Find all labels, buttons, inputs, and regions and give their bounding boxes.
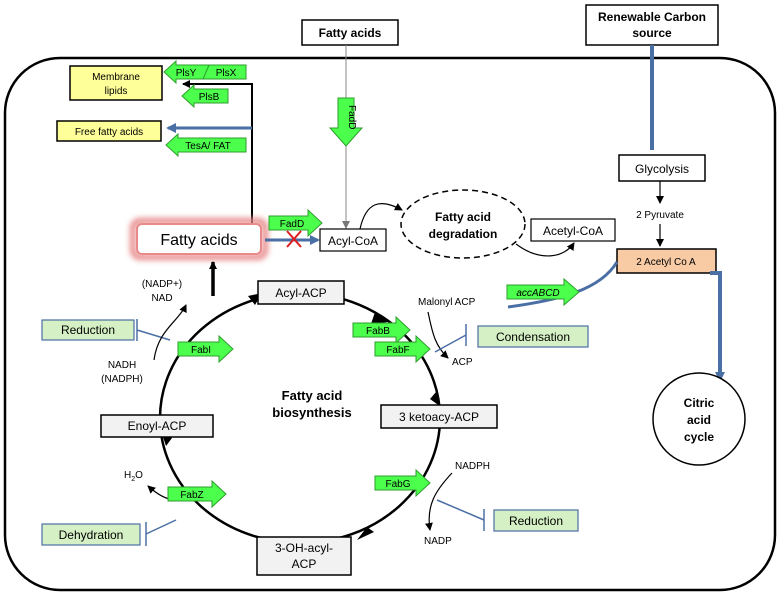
acp-label: ACP [452, 357, 473, 368]
reduction-left-inhibit-line [136, 329, 171, 341]
degradation-to-acetyl-coa-arrow [515, 242, 575, 257]
cycle-arrow-bottom [357, 527, 374, 540]
fatty-acid-degradation-node: Fatty acid degradation [400, 189, 526, 259]
oh-acyl-acp-box: 3-OH-acyl- ACP [256, 536, 352, 576]
nadph-paren-label: (NADPH) [101, 374, 143, 385]
glycolysis-label: Glycolysis [635, 162, 689, 176]
external-fatty-acids-label: Fatty acids [319, 26, 382, 40]
citric-line3: cycle [684, 430, 714, 444]
membrane-lipids-line2: lipids [105, 86, 128, 97]
fadd-knockout-cross [286, 230, 302, 248]
acyl-coa-to-degradation-arrow [359, 202, 403, 230]
plsb-label: PlsB [199, 92, 220, 103]
two-acetyl-coa-box: 2 Acetyl Co A [616, 248, 717, 274]
reduction-right-label: Reduction [509, 514, 563, 528]
fabz-enzyme: FabZ [167, 479, 227, 509]
citric-acid-cycle-node: Citric acid cycle [652, 372, 746, 466]
dehydration-box: Dehydration [41, 523, 141, 546]
fabg-label: FabG [385, 479, 410, 490]
acyl-acp-box: Acyl-ACP [257, 280, 345, 305]
tesa-fat-enzyme: TesA/ FAT [165, 132, 247, 158]
fatty-acids-up-connector [182, 80, 253, 224]
renewable-carbon-label-line1: Renewable Carbon [598, 10, 706, 24]
fadd-enzyme: FadD [268, 208, 323, 238]
condensation-box: Condensation [477, 325, 589, 348]
acetyl-coa-to-citric-arrow [710, 271, 725, 382]
acyl-acp-label: Acyl-ACP [275, 286, 326, 300]
accabcd-label: accABCD [516, 288, 559, 299]
reduction-left-cofactor-curve [153, 304, 187, 361]
free-fatty-acids-label: Free fatty acids [75, 127, 143, 138]
fabg-enzyme: FabG [374, 468, 431, 498]
malonyl-in-curve [427, 311, 449, 359]
plsy-label: PlsY [176, 68, 197, 79]
plsy-plsx-enzyme: PlsY PlsX [163, 59, 247, 85]
two-acetyl-coa-label: 2 Acetyl Co A [636, 257, 696, 268]
fabf-label: FabF [386, 345, 409, 356]
cycle-arrow-right [430, 392, 441, 407]
nadph-label: NADPH [455, 461, 490, 472]
condensation-label: Condensation [496, 330, 570, 344]
cycle-arrow-top [371, 312, 388, 324]
biosynthesis-center-line1: Fatty acid [282, 388, 343, 403]
acyl-coa-box: Acyl-CoA [319, 228, 387, 252]
fadd-label: FadD [280, 219, 304, 230]
renewable-carbon-source-box: Renewable Carbon source [585, 4, 719, 46]
dehydration-label: Dehydration [59, 528, 124, 542]
membrane-lipids-box: Membrane lipids [69, 65, 163, 101]
reduction-left-label: Reduction [61, 323, 115, 337]
reduction-right-cofactor-curve [424, 472, 453, 531]
fabi-enzyme: FabI [177, 334, 234, 364]
external-fatty-acids-box: Fatty acids [301, 19, 399, 46]
fatty-acids-main-label: Fatty acids [160, 232, 237, 249]
fatty-acids-main-box: Fatty acids [130, 218, 268, 260]
cell-boundary [3, 56, 777, 592]
malonyl-acp-label: Malonyl ACP [418, 297, 476, 308]
oh-acyl-acp-line2: ACP [292, 557, 317, 571]
two-pyruvate-label: 2 Pyruvate [636, 210, 684, 221]
fadd-vertical-enzyme: FadD [328, 97, 364, 147]
fatty-acid-degradation-line2: degradation [429, 227, 498, 241]
dehydration-inhibit-line [145, 519, 177, 535]
reduction-right-inhibit-line [436, 499, 485, 521]
citric-line1: Citric [684, 396, 715, 410]
oh-acyl-acp-line1: 3-OH-acyl- [275, 541, 333, 555]
fabf-enzyme: FabF [374, 334, 431, 364]
nadp-plus-label: (NADP+) [142, 279, 182, 290]
glycolysis-box: Glycolysis [618, 154, 706, 182]
citric-line2: acid [687, 413, 711, 427]
h2o-label: H2O [124, 470, 143, 483]
free-fatty-acids-box: Free fatty acids [56, 120, 162, 142]
fabb-label: FabB [366, 326, 390, 337]
acetyl-coa-label: Acetyl-CoA [543, 224, 603, 238]
fabi-label: FabI [191, 345, 211, 356]
plsb-enzyme: PlsB [181, 83, 229, 109]
enoyl-acp-label: Enoyl-ACP [128, 419, 187, 433]
fabz-label: FabZ [180, 490, 203, 501]
enoyl-acp-box: Enoyl-ACP [100, 414, 214, 438]
acyl-coa-label: Acyl-CoA [328, 234, 378, 248]
ketoacyl-acp-label: 3 ketoacy-ACP [399, 410, 479, 424]
biosynthesis-center-line2: biosynthesis [272, 405, 351, 420]
nadh-label: NADH [108, 360, 136, 371]
acetyl-coa-box: Acetyl-CoA [530, 218, 616, 242]
membrane-lipids-line1: Membrane [92, 72, 140, 83]
reduction-left-box: Reduction [41, 319, 135, 341]
ketoacyl-acp-box: 3 ketoacy-ACP [380, 404, 498, 429]
fadd-vertical-label: FadD [346, 105, 357, 129]
fabb-enzyme: FabB [352, 315, 411, 345]
renewable-carbon-label-line2: source [632, 26, 672, 40]
nad-label: NAD [151, 293, 172, 304]
condensation-inhibit-line [434, 334, 467, 353]
reduction-right-box: Reduction [493, 509, 579, 532]
fatty-acid-degradation-line1: Fatty acid [435, 210, 491, 224]
plsx-label: PlsX [216, 68, 237, 79]
tesa-fat-label: TesA/ FAT [185, 141, 230, 152]
nadp-label: NADP [424, 536, 452, 547]
accabcd-enzyme: accABCD [506, 277, 580, 307]
